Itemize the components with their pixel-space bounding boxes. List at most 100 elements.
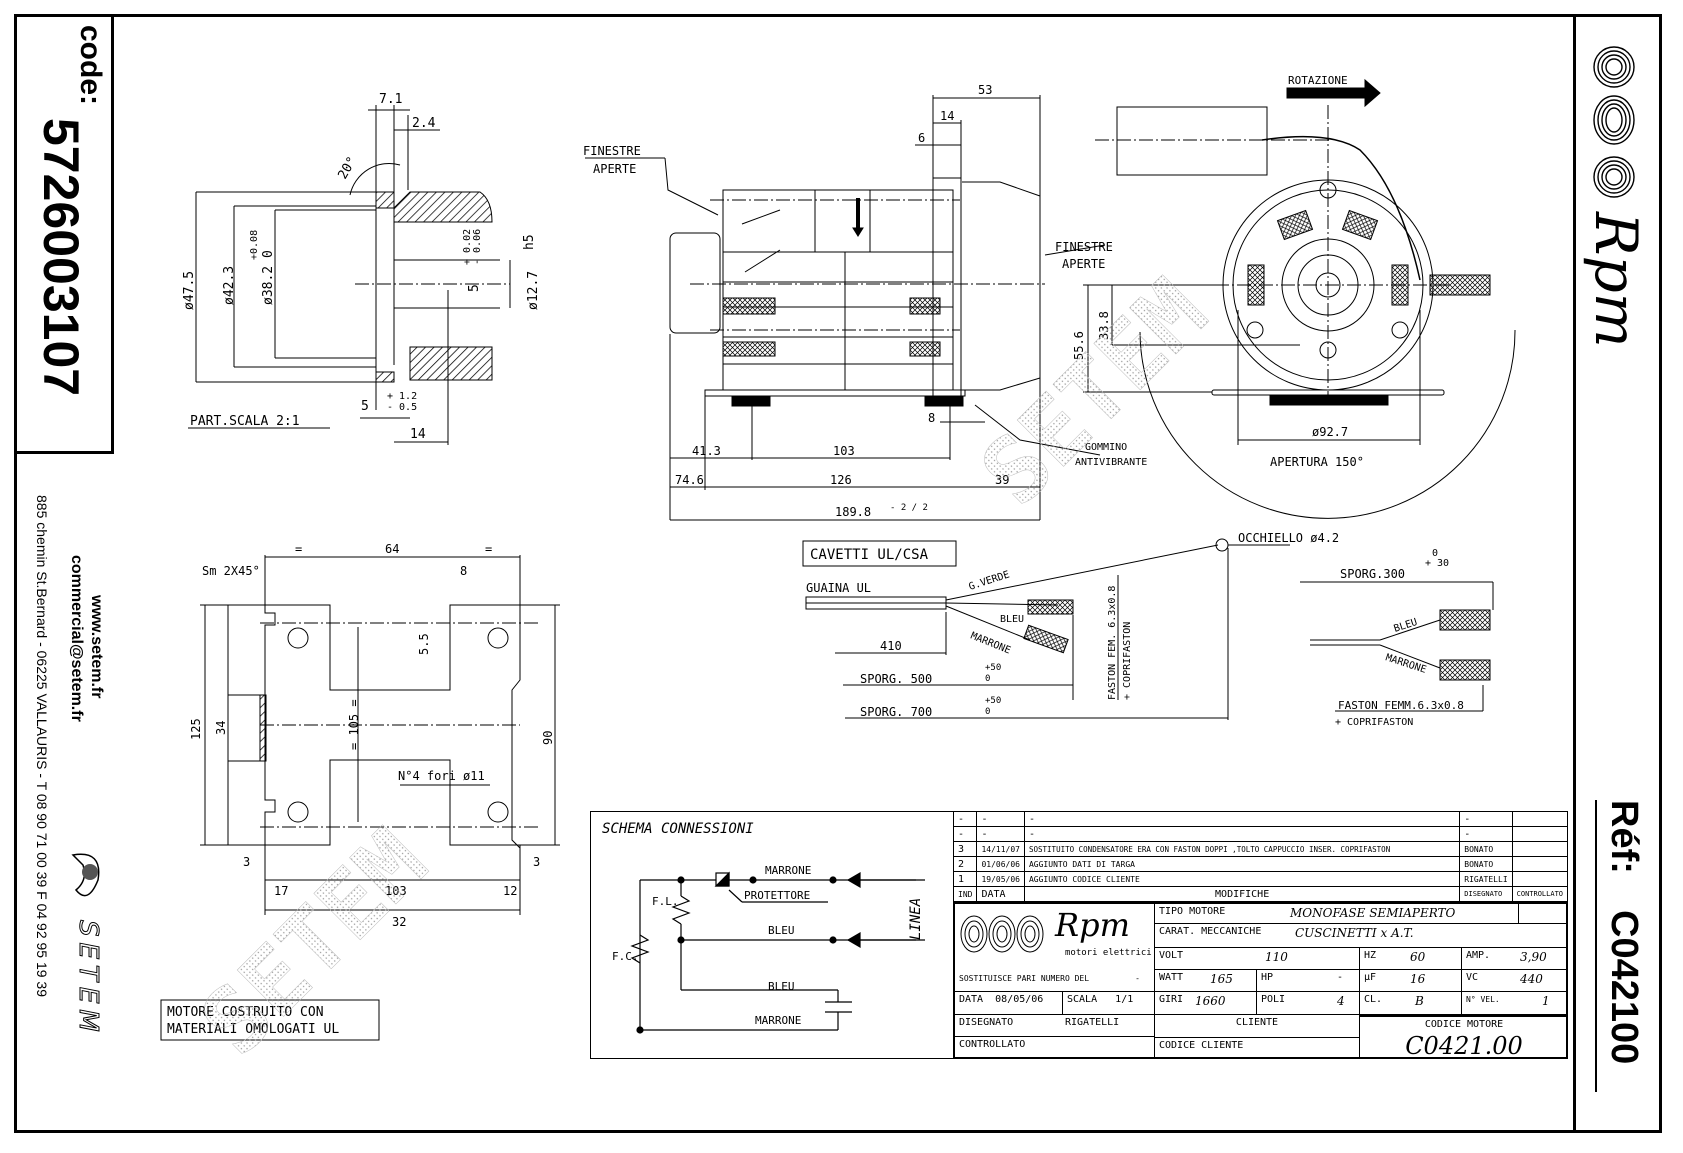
title-logo-text: Rpm [1055,906,1130,944]
dim-5: 5 [467,284,482,292]
dim-32: 32 [392,915,406,929]
rpm-coil-small-icon [960,915,1044,953]
sporg-700: SPORG. 700 [860,705,932,719]
fit-h5: h5 [522,234,537,250]
schema-linea: LINEA [908,898,924,940]
dim-74-6: 74.6 [675,473,704,487]
schematic-labels: SCHEMA CONNESSIONI MARRONE PROTETTORE BL… [602,821,924,1027]
rotation-label: ROTAZIONE [1288,74,1348,87]
hp-cell: HP- [1257,970,1360,992]
controllato-cell: CONTROLLATO [955,1037,1155,1057]
sporg-500-tol-1: +50 [985,663,1001,673]
detail-part-labels: 7.1 2.4 20° ø47.5 ø42.3 ø38.2 0 +0.08 + … [182,92,541,442]
aperture-label: APERTURA 150° [1270,455,1364,469]
cables-labels: CAVETTI UL/CSA GUAINA UL G.VERDE BLEU MA… [806,531,1464,728]
data-cell: DATA 08/05/06 [955,992,1063,1015]
dim-12: 12 [503,884,517,898]
dim-dia-38: ø38.2 0 [261,250,276,305]
title-logo-area: Rpm motori elettrici [955,904,1155,972]
rpm-coil-logo [1592,42,1637,202]
dim-3-left: 3 [243,855,250,869]
faston-v-2: + COPRIFASTON [1122,622,1133,700]
schema-marrone-2: MARRONE [755,1014,801,1027]
title-logo-sub: motori elettrici [1065,948,1152,958]
mounting-plate-drawing [200,555,560,915]
dim-angle: 20° [335,154,360,182]
schema-marrone: MARRONE [765,864,811,877]
dim-14: 14 [940,109,954,123]
dim-33-8: 33.8 [1097,311,1111,340]
brown-label: MARRONE [969,631,1012,657]
setem-bird-icon [71,853,100,897]
dim-34: 34 [214,721,228,735]
faston-v-1: FASTON FEM. 6.3x0.8 [1107,586,1118,700]
cables-drawing [802,538,1494,720]
detail-title: PART.SCALA 2:1 [190,414,300,429]
dim-dia-38-tol: +0.08 [249,230,260,260]
dim-eq-2: = [485,542,492,556]
amp-cell: AMP.3,90 [1462,948,1568,970]
tipo-empty-cell [1519,904,1568,924]
codice-cliente-cell: CODICE CLIENTE [1155,1037,1360,1057]
dim-55-6: 55.6 [1072,331,1086,360]
coprifaston-label: + COPRIFASTON [1335,717,1413,728]
tol-plus: + 0.02 [462,229,473,265]
dim-dia-47: ø47.5 [182,271,197,310]
dim-14: 14 [410,427,426,442]
label-rubber-1: GOMMINO [1085,442,1127,453]
faston-h-label: FASTON FEMM.6.3x0.8 [1338,699,1464,712]
watermark-2: SETEM [961,260,1227,526]
holes-label: N°4 fori ø11 [398,769,485,783]
dim-7-1: 7.1 [379,92,402,107]
dim-90: 90 [541,731,555,745]
dim-41-3: 41.3 [692,444,721,458]
schema-box [590,811,953,1059]
motor-front-labels: ROTAZIONE 55.6 33.8 ø92.7 APERTURA 150° [1072,74,1364,469]
blue-label: BLEU [1000,614,1024,625]
dim-6: 6 [918,131,925,145]
green-label: G.VERDE [968,569,1011,592]
dim-53: 53 [978,83,992,97]
sheath-label: GUAINA UL [806,581,871,595]
ref-underline [1595,800,1597,1092]
sost-cell: SOSTITUISCE PARI NUMERO DEL- [955,972,1155,992]
sporg-700-tol-2: 0 [985,707,990,717]
cap-brown-label: MARRONE [1384,652,1427,675]
revision-row: ---- [952,826,1569,842]
dim-5-5: 5.5 [417,633,431,655]
dim-125: 125 [189,718,203,740]
dim-17: 17 [274,884,288,898]
sporg-500: SPORG. 500 [860,672,932,686]
dim-103: 103 [385,884,407,898]
ul-note-2: MATERIALI OMOLOGATI UL [167,1022,339,1037]
chamfer-label: Sm 2X45° [202,564,260,578]
plate-labels: Sm 2X45° 64 = = 8 5.5 125 34 = 105 = 90 … [189,542,555,929]
ul-note-1: MOTORE COSTRUITO CON [167,1005,324,1020]
dim-8: 8 [460,564,467,578]
schema-bleu-2: BLEU [768,980,795,993]
schema-fc: F.C. [612,950,639,963]
dim-410: 410 [880,639,902,653]
schema-title: SCHEMA CONNESSIONI [602,821,754,837]
scala-cell: SCALA 1/1 [1063,992,1155,1015]
sporg-500-tol-2: 0 [985,674,990,684]
schema-protettore: PROTETTORE [744,889,810,902]
label-rubber-2: ANTIVIBRANTE [1075,457,1147,468]
motor-front-view [1083,78,1516,519]
motor-side-labels: FINESTRE APERTE FINESTRE APERTE GOMMINO … [583,83,1147,519]
dim-dia-42: ø42.3 [222,266,237,305]
label-windows-right-1: FINESTRE [1055,240,1113,254]
schema-bleu-1: BLEU [768,924,795,937]
